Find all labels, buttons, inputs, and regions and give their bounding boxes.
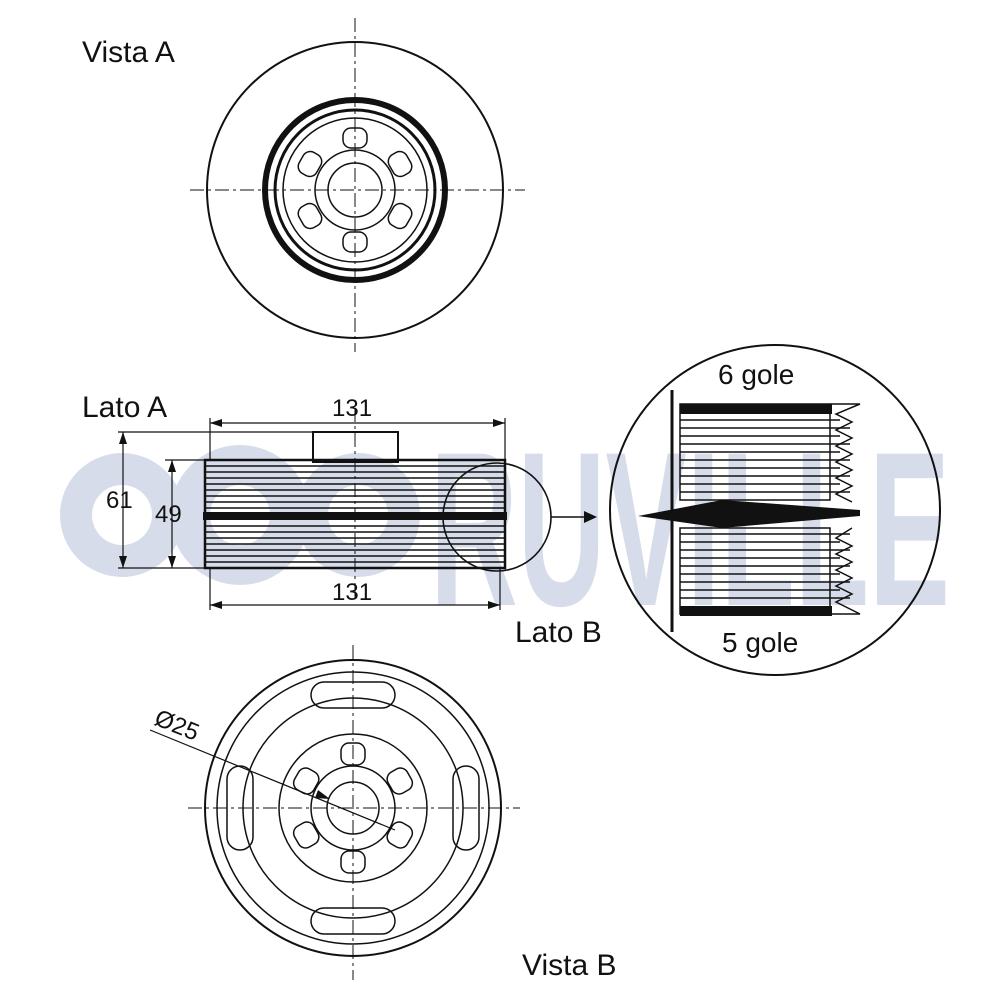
view-a-hub-ring-outer: [262, 97, 448, 283]
dimension-width-bottom: 131: [332, 579, 372, 606]
dimension-inner-diameter: 49: [155, 501, 182, 528]
bore-dimension-leader: [149, 729, 396, 831]
groove-detail-drawing: [609, 344, 941, 676]
dimension-bore: Ø25: [151, 705, 203, 747]
view-a-hub-ring-inner: [282, 117, 428, 263]
detail-lower-rim: [680, 606, 832, 616]
view-b-label: Vista B: [522, 949, 617, 982]
view-b-outer-rim: [204, 659, 502, 957]
detail-grooves-bottom-label: 5 gole: [722, 627, 798, 658]
detail-lower-grooves: [680, 533, 850, 599]
side-a-label: Lato A: [82, 391, 167, 424]
dimension-width-top: 131: [332, 395, 372, 422]
detail-upper-rim: [680, 404, 832, 414]
view-b-boss-outer: [310, 765, 396, 851]
detail-upper-grooves: [680, 419, 850, 493]
view-a-boss-outer: [314, 149, 396, 231]
view-b-inner-slots: [292, 742, 414, 874]
detail-upper-profile: [830, 403, 861, 503]
dimension-outer-diameter: 61: [106, 487, 133, 514]
detail-lower-profile: [830, 527, 861, 615]
view-b-bore: [326, 781, 380, 835]
side-view-drawing: [118, 408, 597, 610]
view-a-drawing: [190, 18, 525, 352]
view-a-bore: [327, 162, 383, 218]
detail-center-flange: [638, 500, 860, 528]
detail-grooves-top-label: 6 gole: [718, 359, 794, 390]
view-b-outer-windows: [226, 681, 480, 935]
detail-magnifier-circle: [609, 344, 941, 676]
view-a-spoke-slots: [297, 127, 413, 253]
side-b-label: Lato B: [515, 616, 602, 649]
view-b-drawing: [149, 645, 520, 980]
view-a-label: Vista A: [82, 36, 175, 69]
view-a-hub-ring-mid: [273, 108, 437, 272]
view-a-outer-rim: [206, 41, 504, 339]
view-b-web-ring: [242, 697, 464, 919]
detail-leader-arrowhead: [584, 511, 597, 523]
view-b-hub-ring: [278, 733, 428, 883]
view-b-outer-rim-inner: [216, 671, 490, 945]
